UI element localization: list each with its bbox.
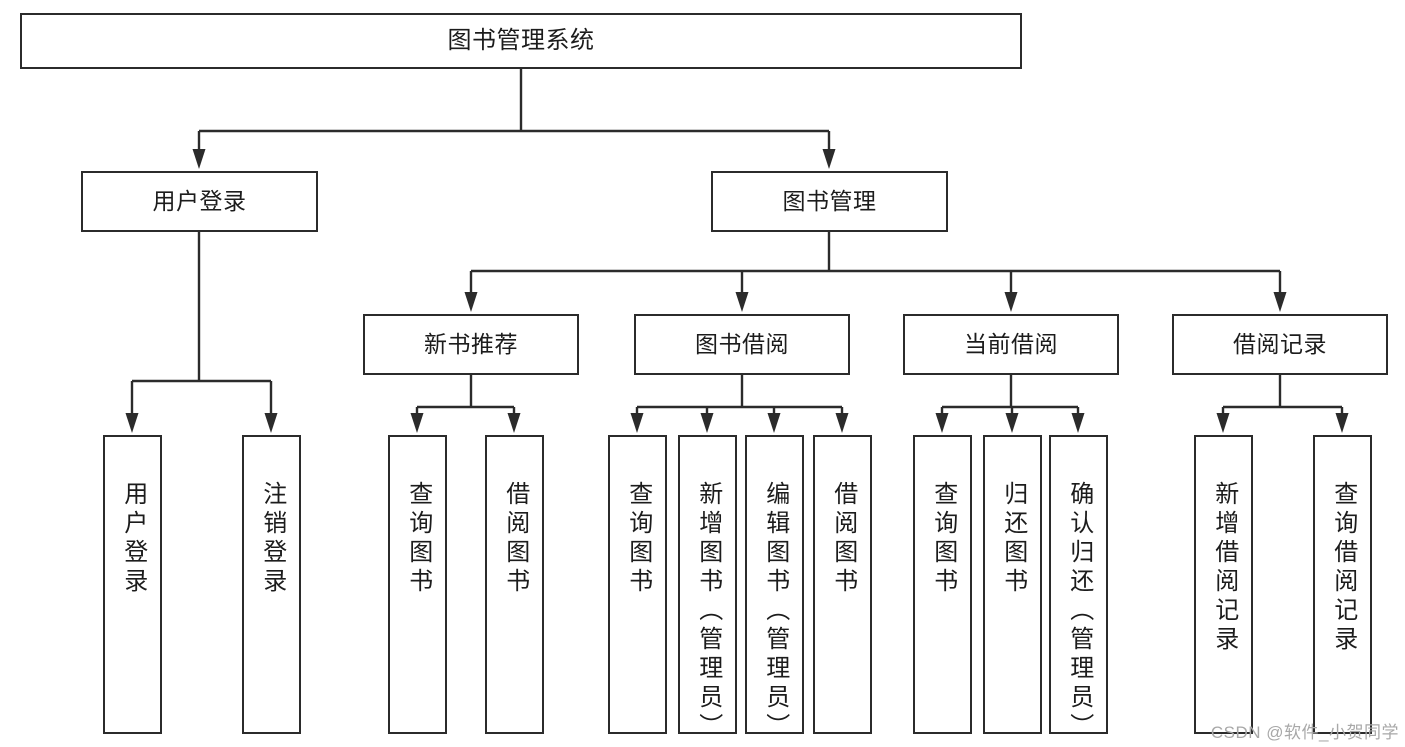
node-book_manage[interactable]: 图书管理	[711, 171, 948, 232]
node-leaf_user_login[interactable]: 用户登录	[103, 435, 162, 734]
node-leaf_logout-label: 注销登录	[258, 481, 286, 597]
node-leaf_query_book_a[interactable]: 查询图书	[388, 435, 447, 734]
node-leaf_borrow_book_a[interactable]: 借阅图书	[485, 435, 544, 734]
node-leaf_borrow_book_b-label: 借阅图书	[829, 481, 857, 597]
node-leaf_edit_book-label: 编辑图书（管理员）	[761, 481, 789, 742]
node-leaf_add_record-label: 新增借阅记录	[1210, 481, 1238, 655]
node-leaf_query_book_a-label: 查询图书	[404, 481, 432, 597]
node-borrow_record-label: 借阅记录	[1233, 330, 1327, 357]
node-leaf_query_book_c-label: 查询图书	[929, 481, 957, 597]
node-root[interactable]: 图书管理系统	[20, 13, 1022, 69]
node-leaf_borrow_book_b[interactable]: 借阅图书	[813, 435, 872, 734]
node-leaf_return_book[interactable]: 归还图书	[983, 435, 1042, 734]
node-leaf_add_record[interactable]: 新增借阅记录	[1194, 435, 1253, 734]
node-leaf_add_book[interactable]: 新增图书（管理员）	[678, 435, 737, 742]
node-leaf_borrow_book_a-label: 借阅图书	[501, 481, 529, 597]
node-leaf_return_book-label: 归还图书	[999, 481, 1027, 597]
node-leaf_edit_book[interactable]: 编辑图书（管理员）	[745, 435, 804, 742]
node-leaf_user_login-label: 用户登录	[119, 481, 147, 597]
node-root-label: 图书管理系统	[447, 26, 595, 54]
node-book_borrow-label: 图书借阅	[695, 330, 789, 357]
node-new_book_rec-label: 新书推荐	[424, 330, 518, 357]
node-leaf_query_book_b[interactable]: 查询图书	[608, 435, 667, 734]
node-leaf_confirm_return[interactable]: 确认归还（管理员）	[1049, 435, 1108, 742]
node-leaf_add_book-label: 新增图书（管理员）	[694, 481, 722, 742]
node-user_login-label: 用户登录	[152, 187, 247, 214]
node-leaf_query_record[interactable]: 查询借阅记录	[1313, 435, 1372, 734]
node-leaf_confirm_return-label: 确认归还（管理员）	[1065, 481, 1093, 742]
node-book_manage-label: 图书管理	[782, 187, 877, 214]
node-book_borrow[interactable]: 图书借阅	[634, 314, 850, 375]
node-borrow_record[interactable]: 借阅记录	[1172, 314, 1388, 375]
node-leaf_query_book_b-label: 查询图书	[624, 481, 652, 597]
node-leaf_query_record-label: 查询借阅记录	[1329, 481, 1357, 655]
node-current_borrow[interactable]: 当前借阅	[903, 314, 1119, 375]
watermark: CSDN @软件_小贺同学	[1210, 723, 1399, 742]
node-user_login[interactable]: 用户登录	[81, 171, 318, 232]
node-new_book_rec[interactable]: 新书推荐	[363, 314, 579, 375]
node-leaf_query_book_c[interactable]: 查询图书	[913, 435, 972, 734]
node-current_borrow-label: 当前借阅	[964, 330, 1058, 357]
node-leaf_logout[interactable]: 注销登录	[242, 435, 301, 734]
